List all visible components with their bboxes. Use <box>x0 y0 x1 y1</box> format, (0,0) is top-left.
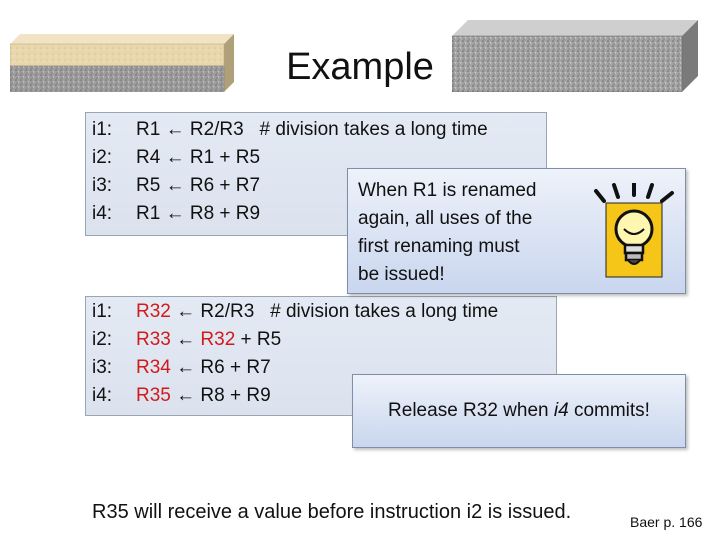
callout-line: be issued! <box>358 264 445 285</box>
slide-title: Example <box>0 44 720 90</box>
renamed-register: R32 <box>200 329 236 350</box>
callout-release-emph: i4 <box>553 400 569 421</box>
instruction-row: i4: R35 ← R8 + R9 <box>92 382 498 410</box>
instruction-body: R33 ← R32 + R5 <box>136 326 281 354</box>
instruction-body: R35 ← R8 + R9 <box>136 382 271 410</box>
instruction-row: i1: R1 ← R2/R3 # division takes a long ti… <box>92 116 488 144</box>
instruction-label: i1: <box>92 301 113 322</box>
callout-rename-text: When R1 is renamed again, all uses of the… <box>358 177 568 289</box>
instruction-text: R5 ← R6 + R7 <box>136 175 261 196</box>
instruction-label: i1: <box>92 119 113 140</box>
instruction-row: i1: R32 ← R2/R3 # division takes a long t… <box>92 298 498 326</box>
callout-line: first renaming must <box>358 236 520 257</box>
instruction-text: ← R8 + R9 <box>170 385 271 406</box>
callout-line: again, all uses of the <box>358 208 533 229</box>
callout-release-text: Release R32 when i4 commits! <box>353 397 685 425</box>
instruction-body: R4 ← R1 + R5 <box>136 144 260 172</box>
instruction-row: i2: R33 ← R32 + R5 <box>92 326 498 354</box>
page-reference: Baer p. 166 <box>630 514 703 530</box>
instruction-row: i2: R4 ← R1 + R5 <box>92 144 488 172</box>
sandstone-block-decoration <box>10 34 234 92</box>
callout-release: Release R32 when i4 commits! <box>352 374 686 448</box>
instruction-body: R1 ← R8 + R9 <box>136 200 260 228</box>
instruction-label: i2: <box>92 329 113 350</box>
callout-line: When R1 is renamed <box>358 180 537 201</box>
callout-release-prefix: Release R32 when <box>388 400 554 421</box>
slide-title-text: Example <box>286 46 434 88</box>
instruction-label: i3: <box>92 357 113 378</box>
lightbulb-icon <box>594 183 674 278</box>
instruction-text: R4 ← R1 + R5 <box>136 147 261 168</box>
instruction-text: ← R6 + R7 <box>170 357 271 378</box>
renamed-register: R35 <box>136 385 171 406</box>
instruction-text: R1 ← R8 + R9 <box>136 203 261 224</box>
footer-note: R35 will receive a value before instruct… <box>92 501 572 523</box>
instruction-label: i4: <box>92 203 113 224</box>
instruction-text: ← <box>170 329 201 350</box>
instruction-body: R1 ← R2/R3 # division takes a long time <box>136 116 488 144</box>
instruction-label: i2: <box>92 147 113 168</box>
renamed-register: R34 <box>136 357 171 378</box>
instruction-label: i4: <box>92 385 113 406</box>
instruction-row: i4: R1 ← R8 + R9 <box>92 200 488 228</box>
granite-block-decoration <box>452 20 698 92</box>
callout-release-suffix: commits! <box>568 400 650 421</box>
instruction-text: R1 ← R2/R3 # division takes a long time <box>136 119 488 140</box>
instruction-text: + R5 <box>235 329 282 350</box>
instruction-row: i3: R5 ← R6 + R7 <box>92 172 488 200</box>
instruction-label: i3: <box>92 175 113 196</box>
instruction-row: i3: R34 ← R6 + R7 <box>92 354 498 382</box>
instruction-body: R34 ← R6 + R7 <box>136 354 271 382</box>
instruction-body: R5 ← R6 + R7 <box>136 172 260 200</box>
code-block-renamed: i1: R32 ← R2/R3 # division takes a long t… <box>92 298 498 410</box>
instruction-text: ← R2/R3 # division takes a long time <box>170 301 499 322</box>
callout-rename-warning: When R1 is renamed again, all uses of the… <box>347 168 686 294</box>
renamed-register: R33 <box>136 329 171 350</box>
code-block-original: i1: R1 ← R2/R3 # division takes a long ti… <box>92 116 488 228</box>
instruction-body: R32 ← R2/R3 # division takes a long time <box>136 298 498 326</box>
renamed-register: R32 <box>136 301 171 322</box>
